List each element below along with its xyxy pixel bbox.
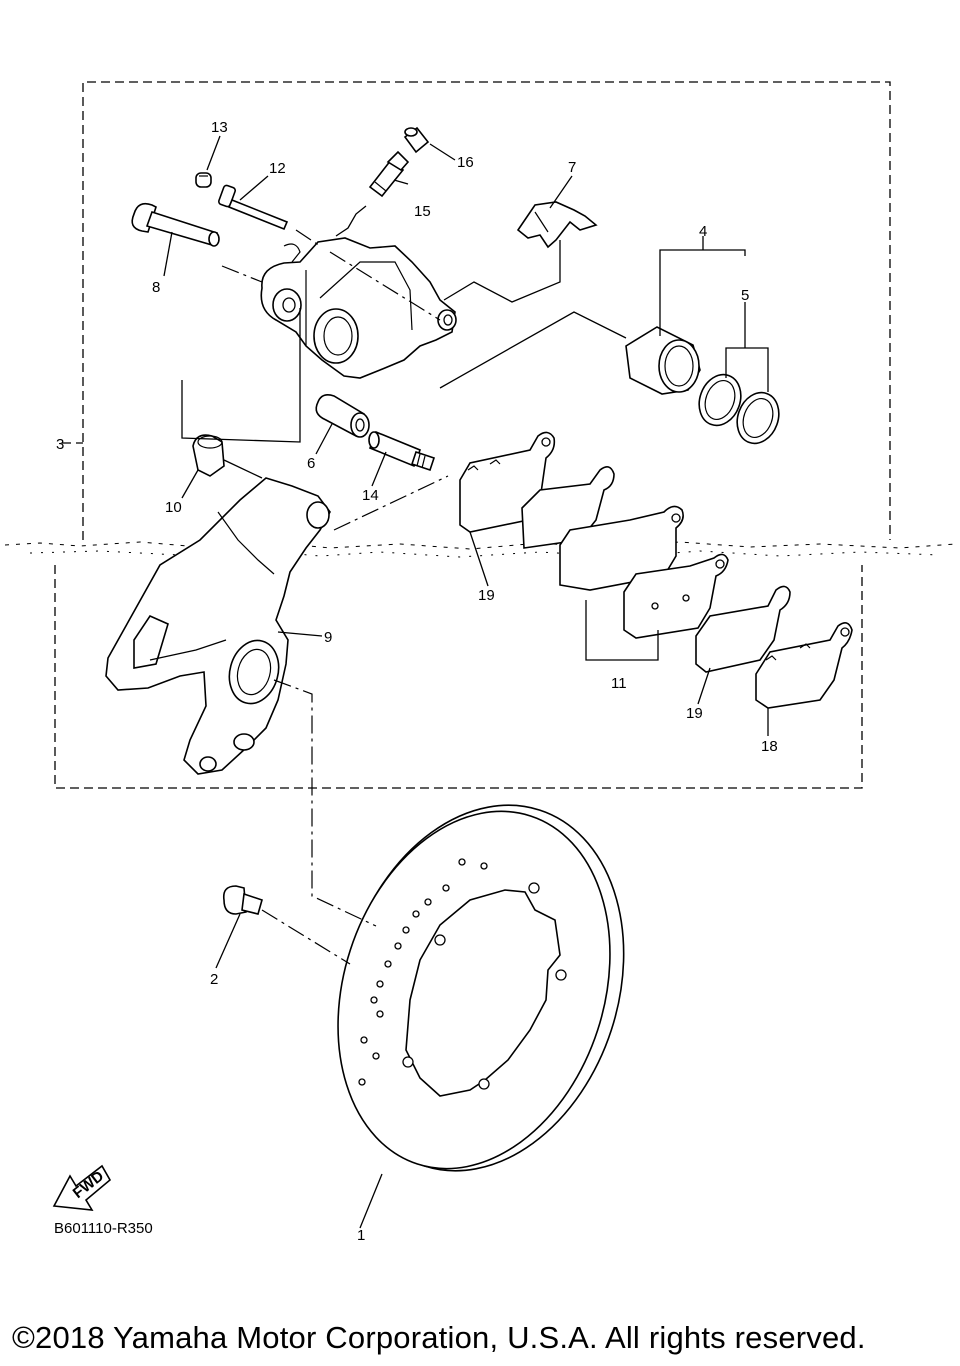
callout-13: 13	[211, 119, 228, 136]
callout-16: 16	[457, 154, 474, 171]
diagram-code: B601110-R350	[54, 1220, 153, 1237]
callout-2: 2	[210, 971, 218, 988]
callout-15: 15	[414, 203, 431, 220]
boot-part-10	[192, 434, 225, 477]
callout-5: 5	[741, 287, 749, 304]
scan-break-line	[4, 540, 956, 558]
leader-lines	[163, 135, 769, 1229]
bolt-part-8	[131, 202, 220, 247]
piston-part-4	[625, 326, 701, 395]
seal-part-5b	[736, 391, 780, 445]
callout-7: 7	[568, 159, 576, 176]
copyright-notice: ©2018 Yamaha Motor Corporation, U.S.A. A…	[12, 1320, 866, 1355]
pin-part-12	[217, 184, 289, 231]
sleeve-part-6	[315, 394, 370, 438]
seal-part-5a	[698, 373, 742, 427]
pin-bolt-part-14	[368, 430, 436, 472]
center-lines	[221, 229, 449, 965]
brake-disc-part-1	[337, 804, 625, 1172]
callout-19-right: 19	[686, 705, 703, 722]
callout-1: 1	[357, 1227, 365, 1244]
callout-19-left: 19	[478, 587, 495, 604]
callout-labels: 1 2 3 4 5 6 7 8 9 10 11 12 13 14 15 16 1…	[56, 119, 778, 1244]
callout-10: 10	[165, 499, 182, 516]
disc-bolt-part-2	[222, 885, 263, 915]
callout-9: 9	[324, 629, 332, 646]
pad-shim-19-right	[695, 585, 791, 673]
caliper-assembly-boundary	[54, 81, 891, 789]
brake-pad-18	[755, 622, 853, 709]
callout-3: 3	[56, 436, 64, 453]
callout-12: 12	[269, 160, 286, 177]
pad-shim-19-left	[521, 466, 615, 549]
bleeder-cap-part-16	[403, 126, 430, 154]
disc-drill-holes	[358, 858, 488, 1086]
cap-part-13	[195, 172, 212, 188]
brake-pad-11-set	[559, 505, 729, 639]
bleeder-screw-part-15	[368, 150, 410, 198]
callout-8: 8	[152, 279, 160, 296]
callout-18: 18	[761, 738, 778, 755]
callout-14: 14	[362, 487, 379, 504]
caliper-body	[260, 237, 457, 379]
pad-spring-part-7	[516, 201, 598, 249]
caliper-bracket	[105, 477, 331, 775]
callout-6: 6	[307, 455, 315, 472]
callout-11: 11	[611, 675, 627, 692]
callout-4: 4	[699, 223, 707, 240]
forward-arrow-icon: FWD	[52, 1164, 112, 1211]
